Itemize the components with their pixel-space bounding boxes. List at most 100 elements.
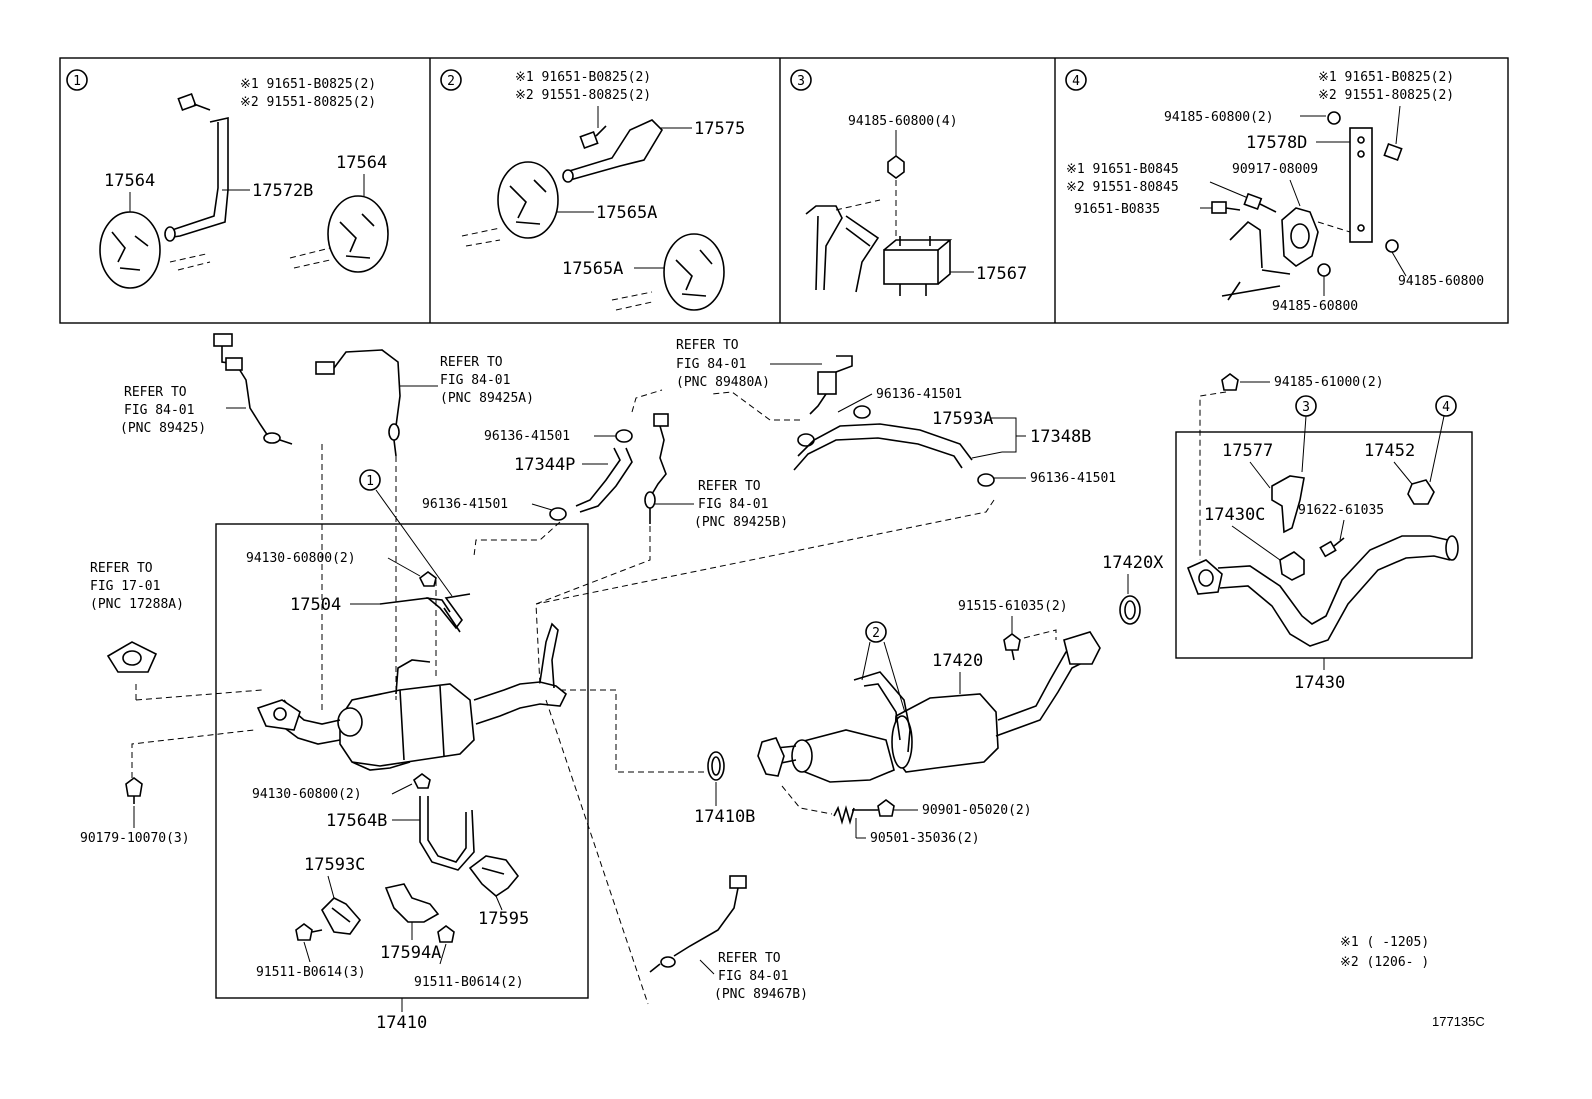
- bolt-icon: [579, 106, 607, 150]
- ref-d-line-2: FIG 84-01: [698, 497, 768, 512]
- clamp-icon: [549, 507, 567, 521]
- nut-icon: [418, 571, 437, 587]
- heat-insulator-icon: [468, 855, 520, 898]
- top-panel-frame: [59, 57, 1509, 324]
- ref-e-line-3: (PNC 17288A): [90, 597, 184, 612]
- hose-c-label: 17348B: [1030, 427, 1091, 447]
- clamp-1-label: 96136-41501: [484, 429, 570, 444]
- ref-e-line-2: FIG 17-01: [90, 579, 160, 594]
- rubber-mount-icon: [1281, 207, 1319, 267]
- nut-icon: [125, 777, 143, 804]
- panel-1-right-label: 17564: [336, 153, 387, 173]
- ref-f-line-3: (PNC 89467B): [714, 987, 808, 1002]
- bolt-b-label: 91511-B0614(2): [414, 975, 524, 990]
- panel-4-bracket-label: 17578D: [1246, 133, 1307, 153]
- tailpipe-icon: [1186, 535, 1459, 647]
- ref-b-line-1: REFER TO: [440, 355, 503, 370]
- panel-1-bracket-label: 17572B: [252, 181, 313, 201]
- panel-4-bolt-note-4: ※2 91551-80845: [1066, 180, 1179, 195]
- oxygen-sensor-icon: [649, 875, 747, 973]
- clamp-4-label: 96136-41501: [1030, 471, 1116, 486]
- bracket-b-label: 17564B: [326, 811, 387, 831]
- u-bracket-icon: [419, 796, 475, 871]
- ref-a-line-3: (PNC 89425): [120, 421, 206, 436]
- gasket-icon: [106, 641, 158, 673]
- nut-icon: [1221, 373, 1239, 391]
- panel-2-number: 2: [447, 74, 455, 89]
- stud-nut-label: 90179-10070(3): [80, 831, 190, 846]
- rubber-hanger-icon: [327, 195, 389, 273]
- panel-2: 2 ※1 91651-B0825(2) ※2 91551-80825(2) 17…: [440, 69, 745, 311]
- tailpipe-label: 17430: [1294, 673, 1345, 693]
- nut-low-label: 94130-60800(2): [252, 787, 362, 802]
- gasket-icon: [707, 751, 725, 781]
- hanger-icon: [1271, 475, 1305, 534]
- clamp-icon: [1407, 479, 1435, 505]
- hose-a-label: 17344P: [514, 455, 575, 475]
- panel-4-bolt-note-3: ※1 91651-B0845: [1066, 162, 1179, 177]
- rubber-hanger-icon: [663, 233, 725, 311]
- footnote-2: ※2 (1206- ): [1340, 955, 1429, 970]
- catalytic-converter-icon: [256, 622, 568, 771]
- hose-b-label: 17593A: [932, 409, 993, 429]
- bolt-icon: [1383, 105, 1403, 162]
- panel-4-nut-right-label: 94185-60800: [1398, 274, 1484, 289]
- ref-b-line-3: (PNC 89425A): [440, 391, 534, 406]
- muffler-group: 2 17420 91515-61035(2): [757, 553, 1164, 846]
- bolt-icon: [1319, 537, 1345, 558]
- rubber-hanger-icon: [99, 211, 161, 289]
- gasket-b-label: 17420X: [1102, 553, 1164, 573]
- rubber-hanger-icon: [497, 161, 559, 239]
- muffler-label: 17420: [932, 651, 983, 671]
- ref-b-line-2: FIG 84-01: [440, 373, 510, 388]
- ref-c-line-2: FIG 84-01: [676, 357, 746, 372]
- hose-group: 96136-41501 17344P 96136-41501 REFER TO …: [422, 338, 1116, 1005]
- gasket-a-label: 17410B: [694, 807, 755, 827]
- panel-2-bolt-note-2: ※2 91551-80825(2): [515, 88, 651, 103]
- heat-insulator-icon: [384, 883, 440, 923]
- panel-3-nut-label: 94185-60800(4): [848, 114, 958, 129]
- panel-1: 1 ※1 91651-B0825(2) ※2 91551-80825(2) 17…: [66, 69, 389, 289]
- nut-top-label: 94130-60800(2): [246, 551, 356, 566]
- bracket-icon: [379, 593, 471, 633]
- bracket-label: 17504: [290, 595, 341, 615]
- heat-c-label: 17595: [478, 909, 529, 929]
- ref-f-line-2: FIG 84-01: [718, 969, 788, 984]
- bolt-icon: [1211, 201, 1241, 214]
- hanger-a-label: 17577: [1222, 441, 1273, 461]
- panel-4-bolt-label: 91651-B0835: [1074, 202, 1160, 217]
- panel-3: 3 94185-60800(4) 17567: [790, 69, 1027, 296]
- oxygen-sensor-icon: [213, 333, 293, 445]
- heat-b-label: 17594A: [380, 943, 441, 963]
- ref-f-line-1: REFER TO: [718, 951, 781, 966]
- panel-2-bolt-note-1: ※1 91651-B0825(2): [515, 70, 651, 85]
- bolt-d-label: 90901-05020(2): [922, 803, 1032, 818]
- panel-4: 4 ※1 91651-B0825(2) ※2 91551-80825(2) 94…: [1065, 69, 1484, 314]
- panel-1-left-label: 17564: [104, 171, 155, 191]
- hanger-b-label: 17452: [1364, 441, 1415, 461]
- panel-3-mount-label: 17567: [976, 264, 1027, 284]
- clamp-icon: [977, 473, 995, 487]
- bracket-plate-icon: [1349, 127, 1373, 243]
- bolt-c-label: 91515-61035(2): [958, 599, 1068, 614]
- callout-2: 2: [872, 626, 880, 641]
- gasket-icon: [1119, 595, 1141, 625]
- nut-icon: [1327, 111, 1341, 125]
- hose-icon: [793, 423, 973, 471]
- panel-2-bracket-label: 17575: [694, 119, 745, 139]
- ref-d-line-1: REFER TO: [698, 479, 761, 494]
- oxygen-sensor-icon: [644, 413, 669, 524]
- panel-4-number: 4: [1072, 74, 1080, 89]
- clamp-tail-label: 17430C: [1204, 505, 1265, 525]
- panel-4-mount-label: 90917-08009: [1232, 162, 1318, 177]
- ref-a-line-1: REFER TO: [124, 385, 187, 400]
- spring-icon: [833, 805, 855, 825]
- footnote-1: ※1 ( -1205): [1340, 935, 1429, 950]
- hanger-bracket-icon: [164, 117, 229, 242]
- panel-4-nut-bottom-label: 94185-60800: [1272, 299, 1358, 314]
- bolt-icon: [437, 925, 455, 943]
- oxygen-sensor-icon: [315, 349, 401, 457]
- clamp-icon: [797, 405, 871, 447]
- nut-tail-label: 94185-61000(2): [1274, 375, 1384, 390]
